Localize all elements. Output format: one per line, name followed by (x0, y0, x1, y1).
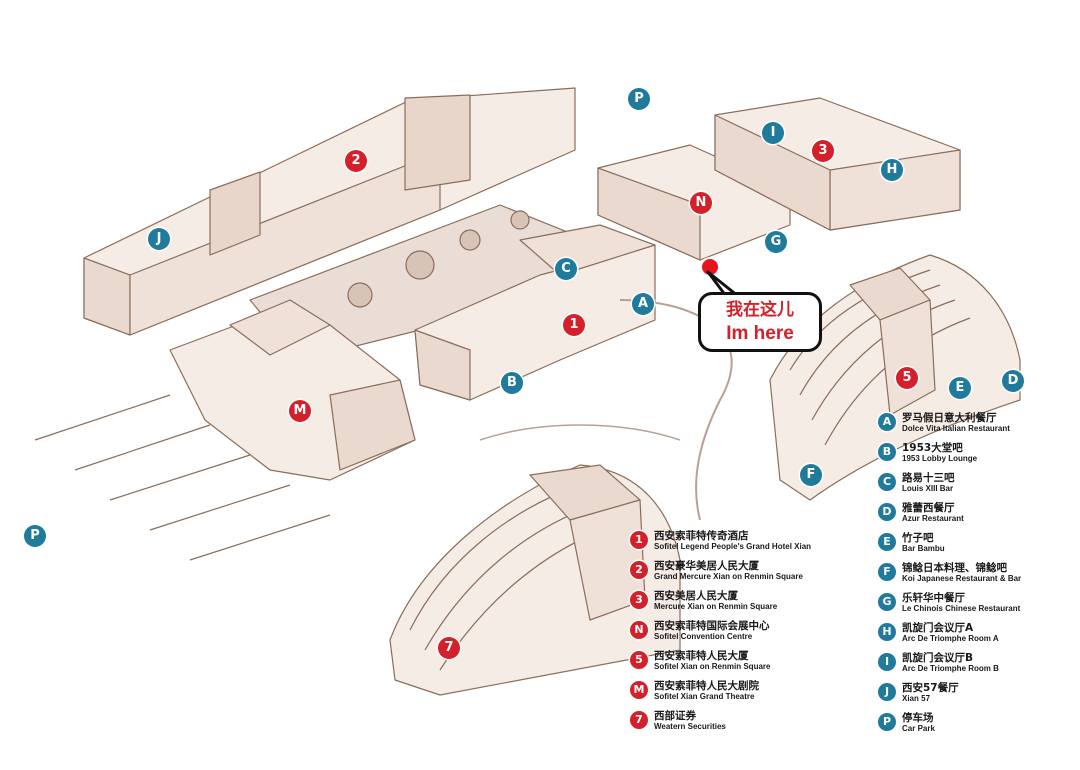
legend-marker-icon: J (878, 683, 896, 701)
legend-label-en: Le Chinois Chinese Restaurant (902, 604, 1021, 613)
legend-marker-icon: H (878, 623, 896, 641)
map-marker-7[interactable]: 7 (438, 637, 460, 659)
legend-marker-icon: 3 (630, 591, 648, 609)
legend-label-en: Weatern Securities (654, 722, 726, 731)
building-legend-hotel (414, 224, 656, 401)
map-marker-j[interactable]: J (148, 228, 170, 250)
legend-label-zh: 西安豪华美居人民大厦 (654, 560, 759, 572)
legend-label-zh: 西安索菲特人民大剧院 (654, 680, 759, 692)
map-marker-2[interactable]: 2 (345, 150, 367, 172)
map-marker-i[interactable]: I (762, 122, 784, 144)
legend-marker-icon: F (878, 563, 896, 581)
legend-marker-icon: N (630, 621, 648, 639)
legend-marker-icon: 5 (630, 651, 648, 669)
legend-label-en: Mercure Xian on Renmin Square (654, 602, 778, 611)
legend-label-en: Sofitel Convention Centre (654, 632, 753, 641)
legend-label-en: Sofitel Xian on Renmin Square (654, 662, 771, 671)
legend-label-zh: 西安57餐厅 (902, 682, 959, 694)
legend-label-en: Arc De Triomphe Room B (902, 664, 999, 673)
map-marker-h[interactable]: H (881, 159, 903, 181)
legend-label-zh: 竹子吧 (902, 532, 934, 544)
road (619, 299, 733, 521)
legend-marker-icon: B (878, 443, 896, 461)
legend-marker-icon: 7 (630, 711, 648, 729)
legend-label-zh: 1953大堂吧 (902, 442, 963, 454)
you-are-here-en: Im here (726, 323, 794, 344)
you-are-here-dot (702, 259, 718, 275)
legend-marker-icon: E (878, 533, 896, 551)
legend-label-en: Xian 57 (902, 694, 931, 703)
map-marker-e[interactable]: E (949, 377, 971, 399)
legend-label-en: Koi Japanese Restaurant & Bar (902, 574, 1022, 583)
building-grand-mercure (83, 87, 576, 336)
legend-marker-icon: A (878, 413, 896, 431)
map-marker-n[interactable]: N (690, 192, 712, 214)
legend-label-en: Azur Restaurant (902, 514, 964, 523)
map-marker-c[interactable]: C (555, 258, 577, 280)
legend-label-zh: 西安索菲特人民大厦 (654, 650, 749, 662)
map-marker-a[interactable]: A (632, 293, 654, 315)
map-marker-b[interactable]: B (501, 372, 523, 394)
legend-label-en: 1953 Lobby Lounge (902, 454, 978, 463)
legend-label-zh: 路易十三吧 (902, 472, 955, 484)
legend-label-zh: 雅蕾西餐厅 (902, 502, 955, 514)
legend-label-en: Sofitel Legend People's Grand Hotel Xian (654, 542, 812, 551)
legend-marker-icon: P (878, 713, 896, 731)
map-marker-g[interactable]: G (765, 231, 787, 253)
legend-label-zh: 凯旋门会议厅B (902, 652, 974, 664)
parking-area (34, 394, 331, 561)
legend-label-zh: 乐轩华中餐厅 (902, 592, 965, 604)
legend-label-en: Dolce Vita Italian Restaurant (902, 424, 1010, 433)
legend-marker-icon: M (630, 681, 648, 699)
map-marker-3[interactable]: 3 (812, 140, 834, 162)
legend-label-zh: 罗马假日意大利餐厅 (902, 412, 997, 424)
you-are-here-zh: 我在这儿 (726, 300, 794, 320)
legend-marker-icon: C (878, 473, 896, 491)
building-western-securities (389, 464, 681, 696)
you-are-here-bubble: 我在这儿 Im here (698, 292, 822, 352)
map-marker-d[interactable]: D (1002, 370, 1024, 392)
legend-label-zh: 锦鲶日本料理、锦鲶吧 (902, 562, 1007, 574)
building-sofitel-renmin (769, 254, 1021, 501)
legend-label-zh: 西安索菲特国际会展中心 (654, 620, 770, 632)
legend-marker-icon: 2 (630, 561, 648, 579)
legend-label-en: Arc De Triomphe Room A (902, 634, 999, 643)
map-marker-f[interactable]: F (800, 464, 822, 486)
legend-marker-icon: 1 (630, 531, 648, 549)
map-marker-m[interactable]: M (289, 400, 311, 422)
legend-label-zh: 西部证券 (654, 710, 696, 722)
building-grand-theatre (169, 299, 416, 481)
legend-label-en: Louis XIII Bar (902, 484, 954, 493)
map-marker-p[interactable]: P (24, 525, 46, 547)
legend-label-en: Grand Mercure Xian on Renmin Square (654, 572, 803, 581)
legend-label-en: Bar Bambu (902, 544, 945, 553)
legend-label-zh: 西安索菲特传奇酒店 (654, 530, 749, 542)
map-marker-1[interactable]: 1 (563, 314, 585, 336)
legend-label-zh: 西安美居人民大厦 (654, 590, 738, 602)
legend-marker-icon: I (878, 653, 896, 671)
map-marker-p[interactable]: P (628, 88, 650, 110)
legend-label-en: Car Park (902, 724, 935, 733)
legend-marker-icon: G (878, 593, 896, 611)
map-marker-5[interactable]: 5 (896, 367, 918, 389)
legend-label-zh: 停车场 (902, 712, 934, 724)
legend-marker-icon: D (878, 503, 896, 521)
legend-label-zh: 凯旋门会议厅A (902, 622, 974, 634)
legend-label-en: Sofitel Xian Grand Theatre (654, 692, 755, 701)
